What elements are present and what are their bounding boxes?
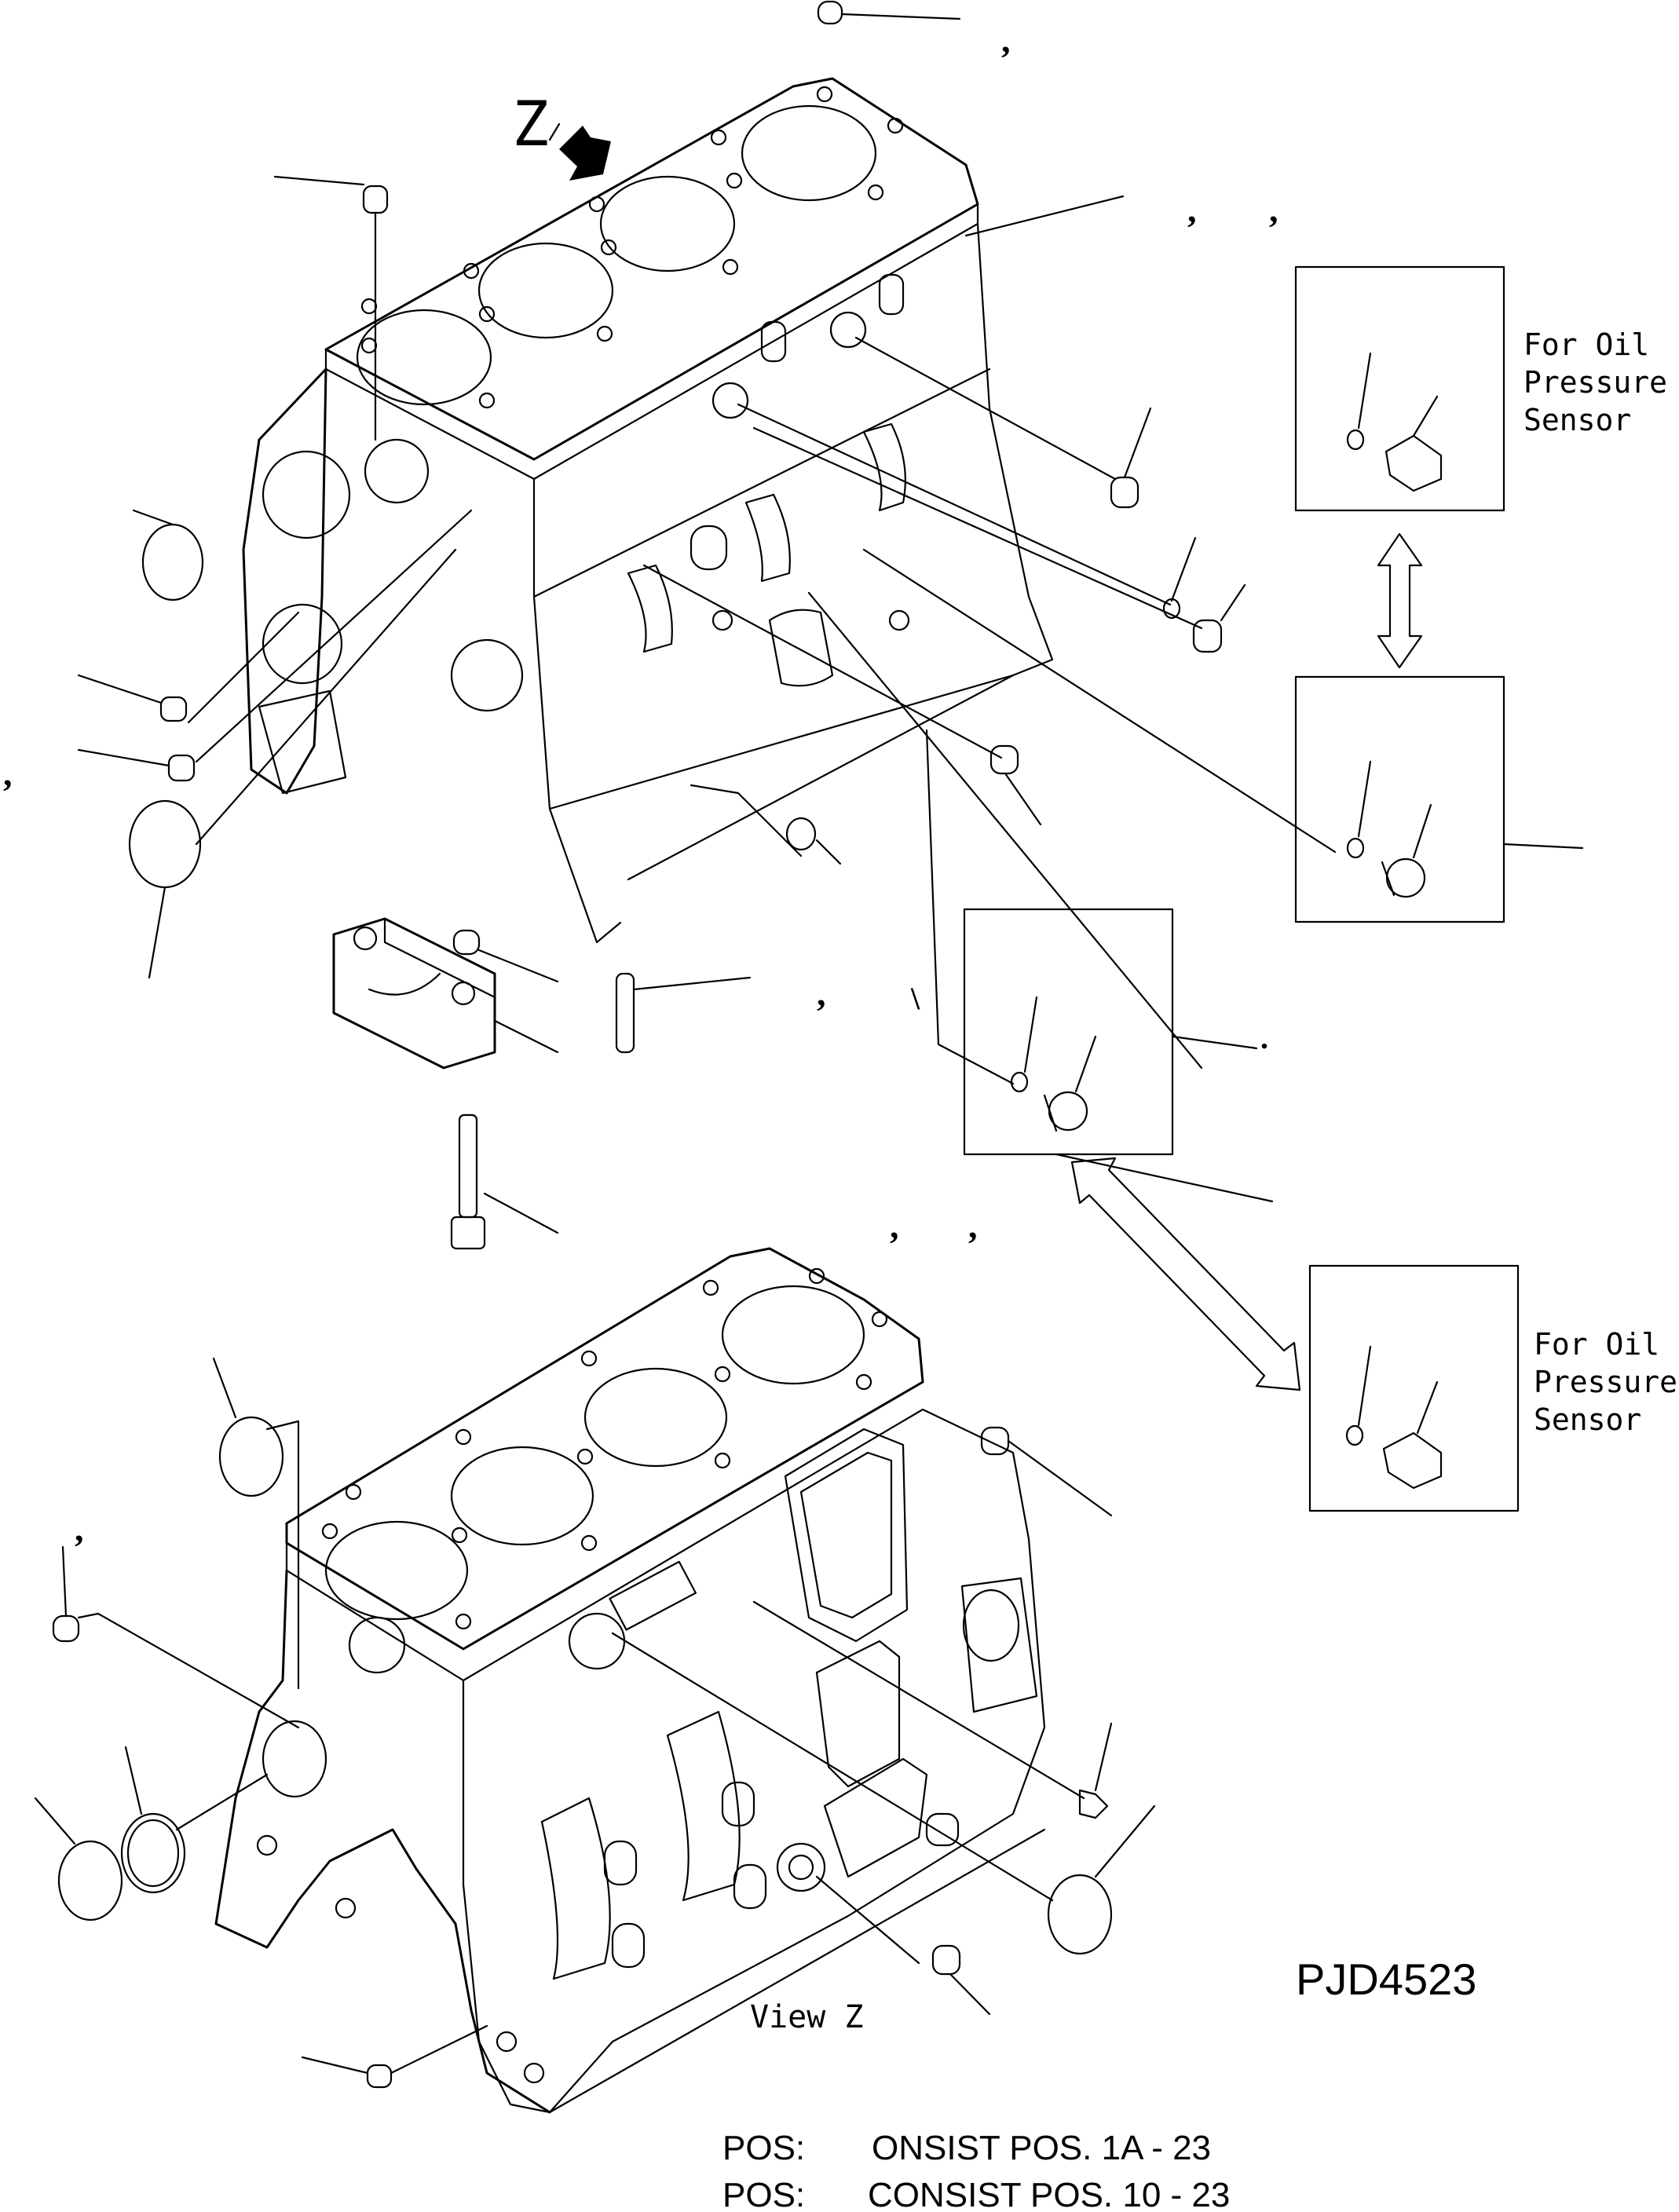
inset-4-line3: Sensor: [1534, 1402, 1641, 1437]
upper-cylinder-block: [242, 77, 1054, 944]
inset-1-line3: Sensor: [1524, 403, 1631, 437]
inset-1-line1: For Oil: [1524, 327, 1649, 362]
svg-text:,: ,: [75, 1508, 84, 1548]
inset-box-3: [963, 908, 1258, 1156]
inset-box-4: For Oil Pressure Sensor: [1308, 1264, 1677, 1512]
footer-pos-text-2: CONSIST POS. 10 - 23: [868, 2176, 1230, 2212]
lower-cylinder-block: [214, 1247, 1046, 2114]
svg-text:,: ,: [1187, 189, 1197, 229]
upper-small-parts: [77, 0, 1337, 1250]
footer-pos-label-2: POS:: [722, 2176, 805, 2212]
svg-text:\: \: [910, 981, 920, 1016]
inset-box-1: For Oil Pressure Sensor: [1294, 265, 1667, 512]
svg-text:,: ,: [1269, 189, 1278, 229]
footer-pos-label-1: POS:: [722, 2129, 805, 2167]
svg-text:,: ,: [968, 1205, 978, 1245]
view-z-arrow: Z: [512, 90, 611, 181]
view-z-caption: View Z: [750, 1999, 864, 2035]
view-z-label: Z: [512, 90, 549, 160]
inset-4-line1: For Oil: [1534, 1327, 1659, 1362]
svg-text:,: ,: [890, 1205, 899, 1245]
svg-text:.: .: [1260, 1020, 1268, 1055]
footer-pos-text-1: ONSIST POS. 1A - 23: [872, 2129, 1211, 2167]
svg-text:,: ,: [817, 973, 826, 1013]
inset-box-2: [1294, 675, 1584, 923]
reference-marks: , , , , , \ . , , ,: [3, 20, 1278, 1548]
inset-1-line2: Pressure: [1524, 365, 1667, 400]
svg-text:,: ,: [1001, 20, 1011, 60]
inset-4-line2: Pressure: [1534, 1365, 1677, 1399]
svg-text:,: ,: [3, 753, 13, 793]
drawing-code: PJD4523: [1296, 1954, 1476, 2004]
double-arrow-vertical: [1377, 532, 1423, 669]
lower-small-parts: [34, 1357, 1156, 2089]
double-arrow-diagonal: [1070, 1157, 1301, 1391]
